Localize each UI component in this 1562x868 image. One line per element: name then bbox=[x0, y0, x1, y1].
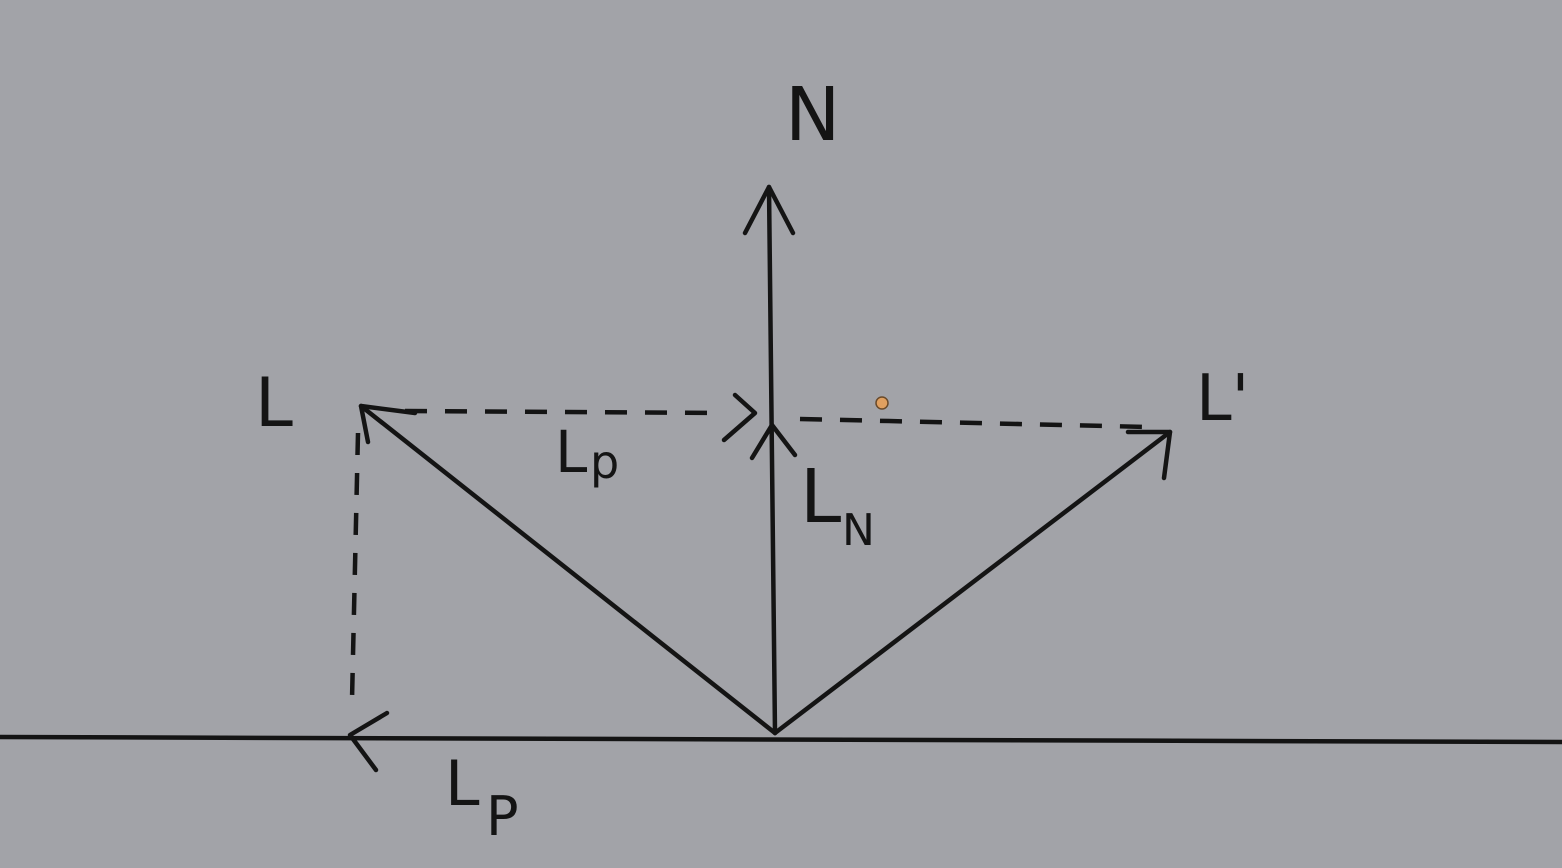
projection-dashed-vertical bbox=[349, 432, 361, 701]
light-vector-shaft bbox=[358, 403, 778, 736]
projection-lower-arrowhead bbox=[347, 710, 390, 773]
label-reflected-lprime: L' bbox=[1196, 362, 1249, 436]
projection-dashed-upper-right bbox=[799, 416, 1151, 430]
projection-dashed-upper-left bbox=[404, 408, 723, 416]
projection-upper-arrowhead bbox=[721, 392, 758, 443]
label-normal-component: L bbox=[800, 454, 841, 540]
label-light-l: L bbox=[255, 364, 293, 443]
surface-line bbox=[0, 734, 1562, 745]
label-projection-upper: L bbox=[555, 418, 587, 486]
reflected-vector-shaft bbox=[772, 429, 1173, 736]
normal-component-arrowhead bbox=[749, 422, 798, 461]
point-marker bbox=[875, 396, 889, 410]
light-vector-arrowhead bbox=[358, 403, 418, 445]
normal-vector-shaft bbox=[766, 184, 778, 736]
label-normal-n: N bbox=[785, 72, 840, 158]
label-projection-upper-sub: p bbox=[590, 435, 619, 489]
reflected-vector-arrowhead bbox=[1125, 429, 1173, 481]
label-projection-lower-sub: P bbox=[486, 785, 519, 848]
normal-vector-arrowhead bbox=[742, 184, 796, 236]
label-projection-lower: L bbox=[445, 747, 480, 820]
label-normal-component-sub: N bbox=[842, 505, 875, 556]
